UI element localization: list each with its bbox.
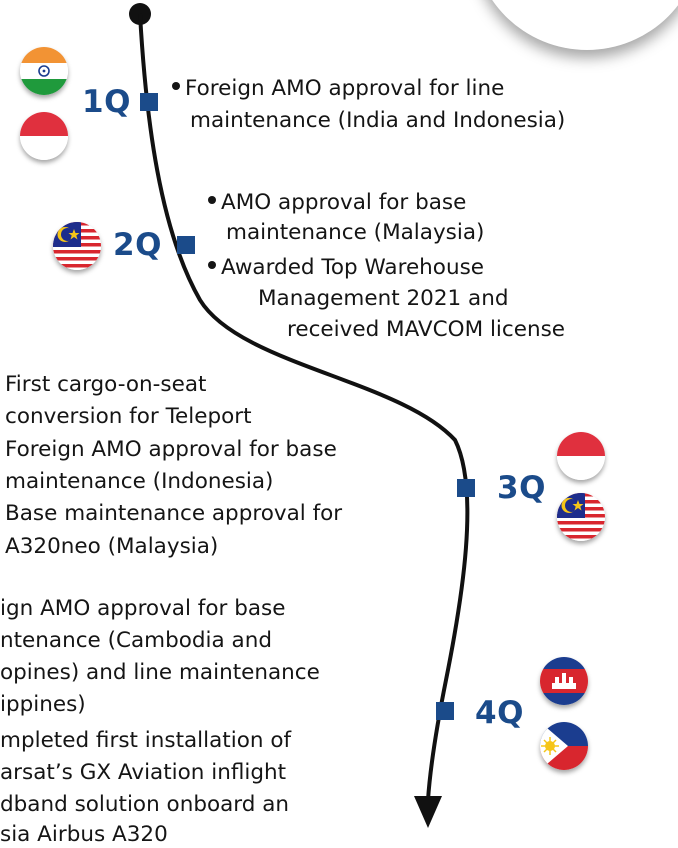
quarter-label-1q: 1Q [82,84,131,120]
milestone-4q-line-2: ntenance (Cambodia and [0,628,272,653]
indonesia-flag-icon [557,432,605,480]
india-flag-icon [20,47,68,95]
milestone-2q-line-5: received MAVCOM license [287,317,566,342]
milestone-2q-line-2: maintenance (Malaysia) [226,220,485,245]
cambodia-flag-icon [540,657,588,705]
marker-1q [140,93,158,111]
milestone-1q-line-2: maintenance (India and Indonesia) [190,108,566,133]
timeline-arrowhead [414,796,442,828]
marker-4q [436,702,454,720]
milestone-2q-line-1: AMO approval for base [208,190,466,216]
milestone-3q-line-3: Foreign AMO approval for base [5,437,337,462]
milestone-1q-line-1: Foreign AMO approval for line [172,76,504,102]
milestone-4q-line-7: dband solution onboard an [0,792,290,817]
malaysia-flag-icon [557,493,605,541]
milestone-4q-line-6: arsat’s GX Aviation inflight [0,760,287,785]
milestone-2q-line-4: Management 2021 and [258,286,509,311]
milestone-4q-line-1: ign AMO approval for base [0,596,286,621]
milestone-4q-line-5: mpleted first installation of [0,728,292,753]
malaysia-flag-icon [53,222,101,270]
quarter-label-4q: 4Q [475,695,524,731]
milestone-3q-line-4: maintenance (Indonesia) [5,469,274,494]
milestone-3q-line-1: First cargo-on-seat [5,372,207,397]
philippines-flag-icon [540,722,588,770]
marker-2q [177,236,195,254]
indonesia-flag-icon [20,112,68,160]
milestone-4q-line-4: ippines) [0,692,86,717]
milestone-3q-line-5: Base maintenance approval for [5,501,343,526]
milestone-3q-line-6: A320neo (Malaysia) [5,534,219,559]
milestone-2q-line-3: Awarded Top Warehouse [208,255,484,281]
timeline-curve [138,13,470,801]
milestone-3q-line-2: conversion for Teleport [5,404,252,429]
quarter-label-3q: 3Q [497,470,546,506]
milestone-4q-line-8: sia Airbus A320 [0,822,168,847]
milestone-4q-line-3: opines) and line maintenance [0,660,320,685]
marker-3q [457,479,475,497]
quarter-label-2q: 2Q [113,227,162,263]
